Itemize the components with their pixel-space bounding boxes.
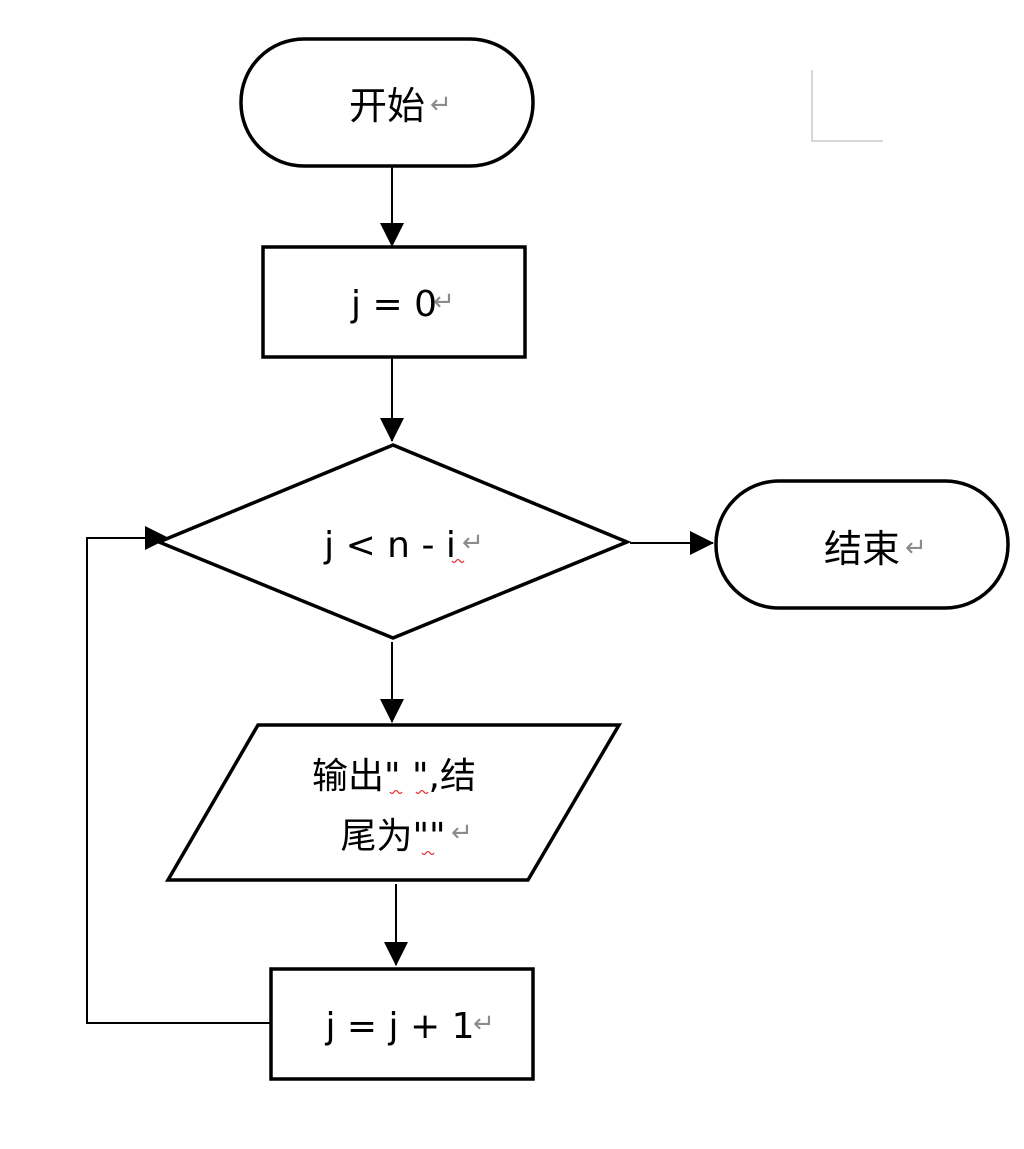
paragraph-mark-icon: ↵ <box>473 1009 495 1039</box>
paragraph-mark-icon: ↵ <box>905 533 927 563</box>
output-label-line2: 尾为"" <box>340 816 445 857</box>
condition-node: j < n - i ↵ <box>154 443 632 640</box>
output-label-line1: 输出" ",结 <box>312 756 476 797</box>
spellcheck-underline <box>415 789 429 795</box>
spellcheck-underline <box>389 789 403 795</box>
end-label: 结束 <box>824 527 900 571</box>
init-label: j = 0 <box>350 284 437 325</box>
spellcheck-underline <box>451 558 465 564</box>
crop-mark <box>811 70 883 142</box>
increment-node: j = j + 1 ↵ <box>269 967 535 1081</box>
arrow-loop-back <box>86 526 271 1024</box>
paragraph-mark-icon: ↵ <box>462 528 484 558</box>
paragraph-mark-icon: ↵ <box>430 90 452 120</box>
output-node: 输出" ",结 尾为"" ↵ <box>164 723 623 882</box>
increment-label: j = j + 1 <box>324 1006 474 1047</box>
start-label: 开始 <box>349 84 425 128</box>
init-node: j = 0 ↵ <box>261 245 527 359</box>
end-node: 结束 ↵ <box>714 479 1010 610</box>
condition-label: j < n - i <box>323 525 456 566</box>
start-node: 开始 ↵ <box>239 37 535 168</box>
paragraph-mark-icon: ↵ <box>433 287 455 317</box>
spellcheck-underline <box>421 850 435 856</box>
paragraph-mark-icon: ↵ <box>451 818 473 848</box>
